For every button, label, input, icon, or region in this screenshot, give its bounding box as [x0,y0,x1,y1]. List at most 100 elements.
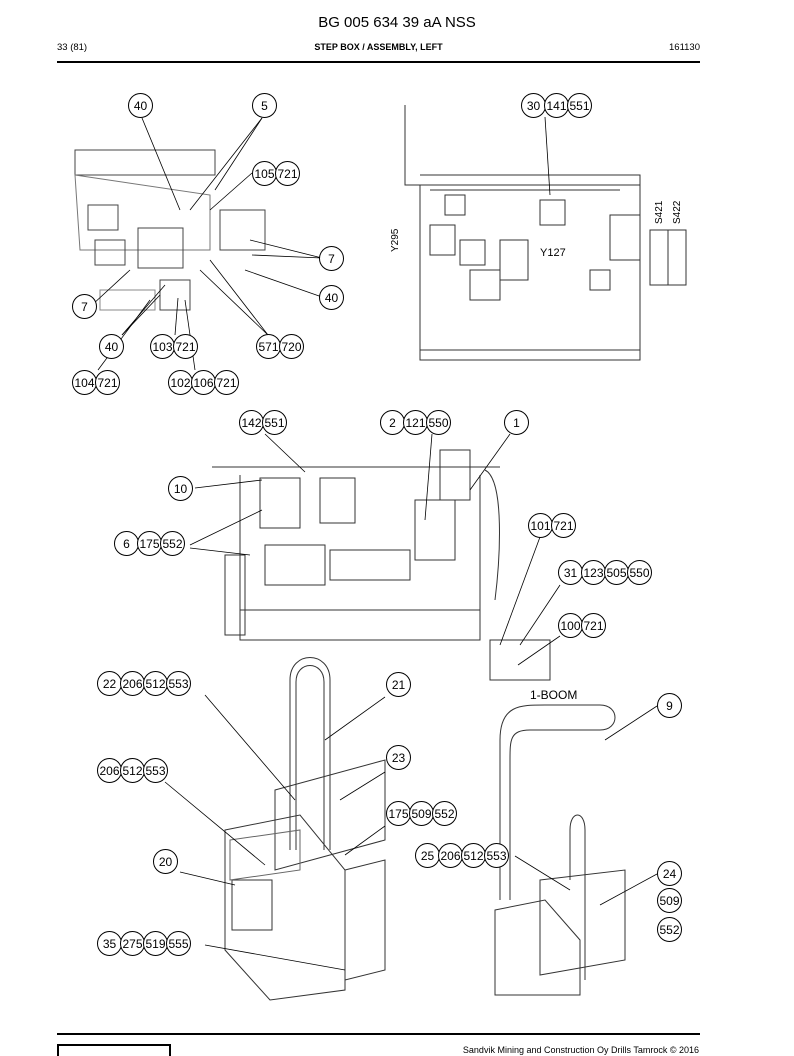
callout-number: 552 [160,531,185,556]
callout-104-721: 104 721 [72,370,120,395]
callout-20: 20 [153,849,178,874]
callout-22-206-512-553: 22 206 512 553 [97,671,191,696]
callout-7-a: 7 [319,246,344,271]
callout-number: 553 [166,671,191,696]
callout-number: 512 [120,758,145,783]
label-y127: Y127 [540,247,566,259]
callout-number: 142 [239,410,264,435]
callout-40-a: 40 [128,93,153,118]
callout-2-121-550: 2 121 550 [380,410,451,435]
callout-number: 1 [504,410,529,435]
callout-100-721: 100 721 [558,613,606,638]
callout-number: 552 [432,801,457,826]
callout-number: 550 [426,410,451,435]
callout-number: 553 [484,843,509,868]
callout-number: 30 [521,93,546,118]
callout-number: 22 [97,671,122,696]
callout-number: 555 [166,931,191,956]
callout-number: 509 [657,888,682,913]
callout-105-721: 105 721 [252,161,300,186]
callout-number: 512 [143,671,168,696]
section-title: STEP BOX / ASSEMBLY, LEFT [314,42,443,52]
step-box-left [224,657,386,1001]
callout-35-275-519-555: 35 275 519 555 [97,931,191,956]
panel-right [404,105,687,361]
callout-number: 551 [262,410,287,435]
callout-number: 551 [567,93,592,118]
callout-number: 206 [120,671,145,696]
callout-6-175-552: 6 175 552 [114,531,185,556]
callout-number: 106 [191,370,216,395]
label-s422: S422 [672,200,683,224]
callout-number: 6 [114,531,139,556]
callout-number: 721 [95,370,120,395]
callout-101-721: 101 721 [528,513,576,538]
callout-number: 721 [275,161,300,186]
callout-number: 21 [386,672,411,697]
callout-number: 552 [657,917,682,942]
callout-509: 509 [657,888,682,913]
callout-number: 571 [256,334,281,359]
callout-number: 519 [143,931,168,956]
callout-number: 40 [319,285,344,310]
document-code: 161130 [669,42,700,53]
step-box-right [494,704,626,996]
callout-103-721: 103 721 [150,334,198,359]
callout-number: 101 [528,513,553,538]
callout-10: 10 [168,476,193,501]
footer-rule [57,1033,700,1035]
label-1-boom: 1-BOOM [530,688,578,702]
callout-142-551: 142 551 [239,410,287,435]
callout-571-720: 571 720 [256,334,304,359]
callout-number: 721 [214,370,239,395]
footer-copyright: Sandvik Mining and Construction Oy Drill… [462,1045,699,1055]
callout-24: 24 [657,861,682,886]
callout-number: 40 [99,334,124,359]
callout-number: 553 [143,758,168,783]
callout-number: 721 [581,613,606,638]
callout-number: 206 [438,843,463,868]
callout-40-c: 40 [99,334,124,359]
callout-552: 552 [657,917,682,942]
callout-number: 102 [168,370,193,395]
callout-30-141-551: 30 141 551 [521,93,592,118]
callout-102-106-721: 102 106 721 [168,370,239,395]
middle-assembly [212,449,551,681]
callout-23: 23 [386,745,411,770]
callout-number: 100 [558,613,583,638]
callout-number: 20 [153,849,178,874]
page-number: 33 (81) [57,42,88,53]
callout-number: 24 [657,861,682,886]
callout-number: 512 [461,843,486,868]
callout-1: 1 [504,410,529,435]
callout-9: 9 [657,693,682,718]
callout-number: 720 [279,334,304,359]
callout-number: 35 [97,931,122,956]
callout-number: 505 [604,560,629,585]
sandvik-logo [57,1044,171,1056]
callout-number: 103 [150,334,175,359]
callout-number: 175 [386,801,411,826]
callout-25-206-512-553: 25 206 512 553 [415,843,509,868]
callout-number: 40 [128,93,153,118]
callout-5: 5 [252,93,277,118]
document-title: BG 005 634 39 aA NSS [318,14,476,31]
callout-number: 7 [319,246,344,271]
callout-number: 275 [120,931,145,956]
callout-31-123-505-550: 31 123 505 550 [558,560,652,585]
callout-206-512-553: 206 512 553 [97,758,168,783]
callout-number: 206 [97,758,122,783]
callout-number: 31 [558,560,583,585]
callout-number: 25 [415,843,440,868]
callout-7-b: 7 [72,294,97,319]
callout-number: 7 [72,294,97,319]
callout-number: 550 [627,560,652,585]
header-rule [57,61,700,63]
valve-block-left [74,149,266,311]
callout-number: 23 [386,745,411,770]
callout-number: 121 [403,410,428,435]
callout-number: 10 [168,476,193,501]
callout-number: 105 [252,161,277,186]
callout-number: 9 [657,693,682,718]
